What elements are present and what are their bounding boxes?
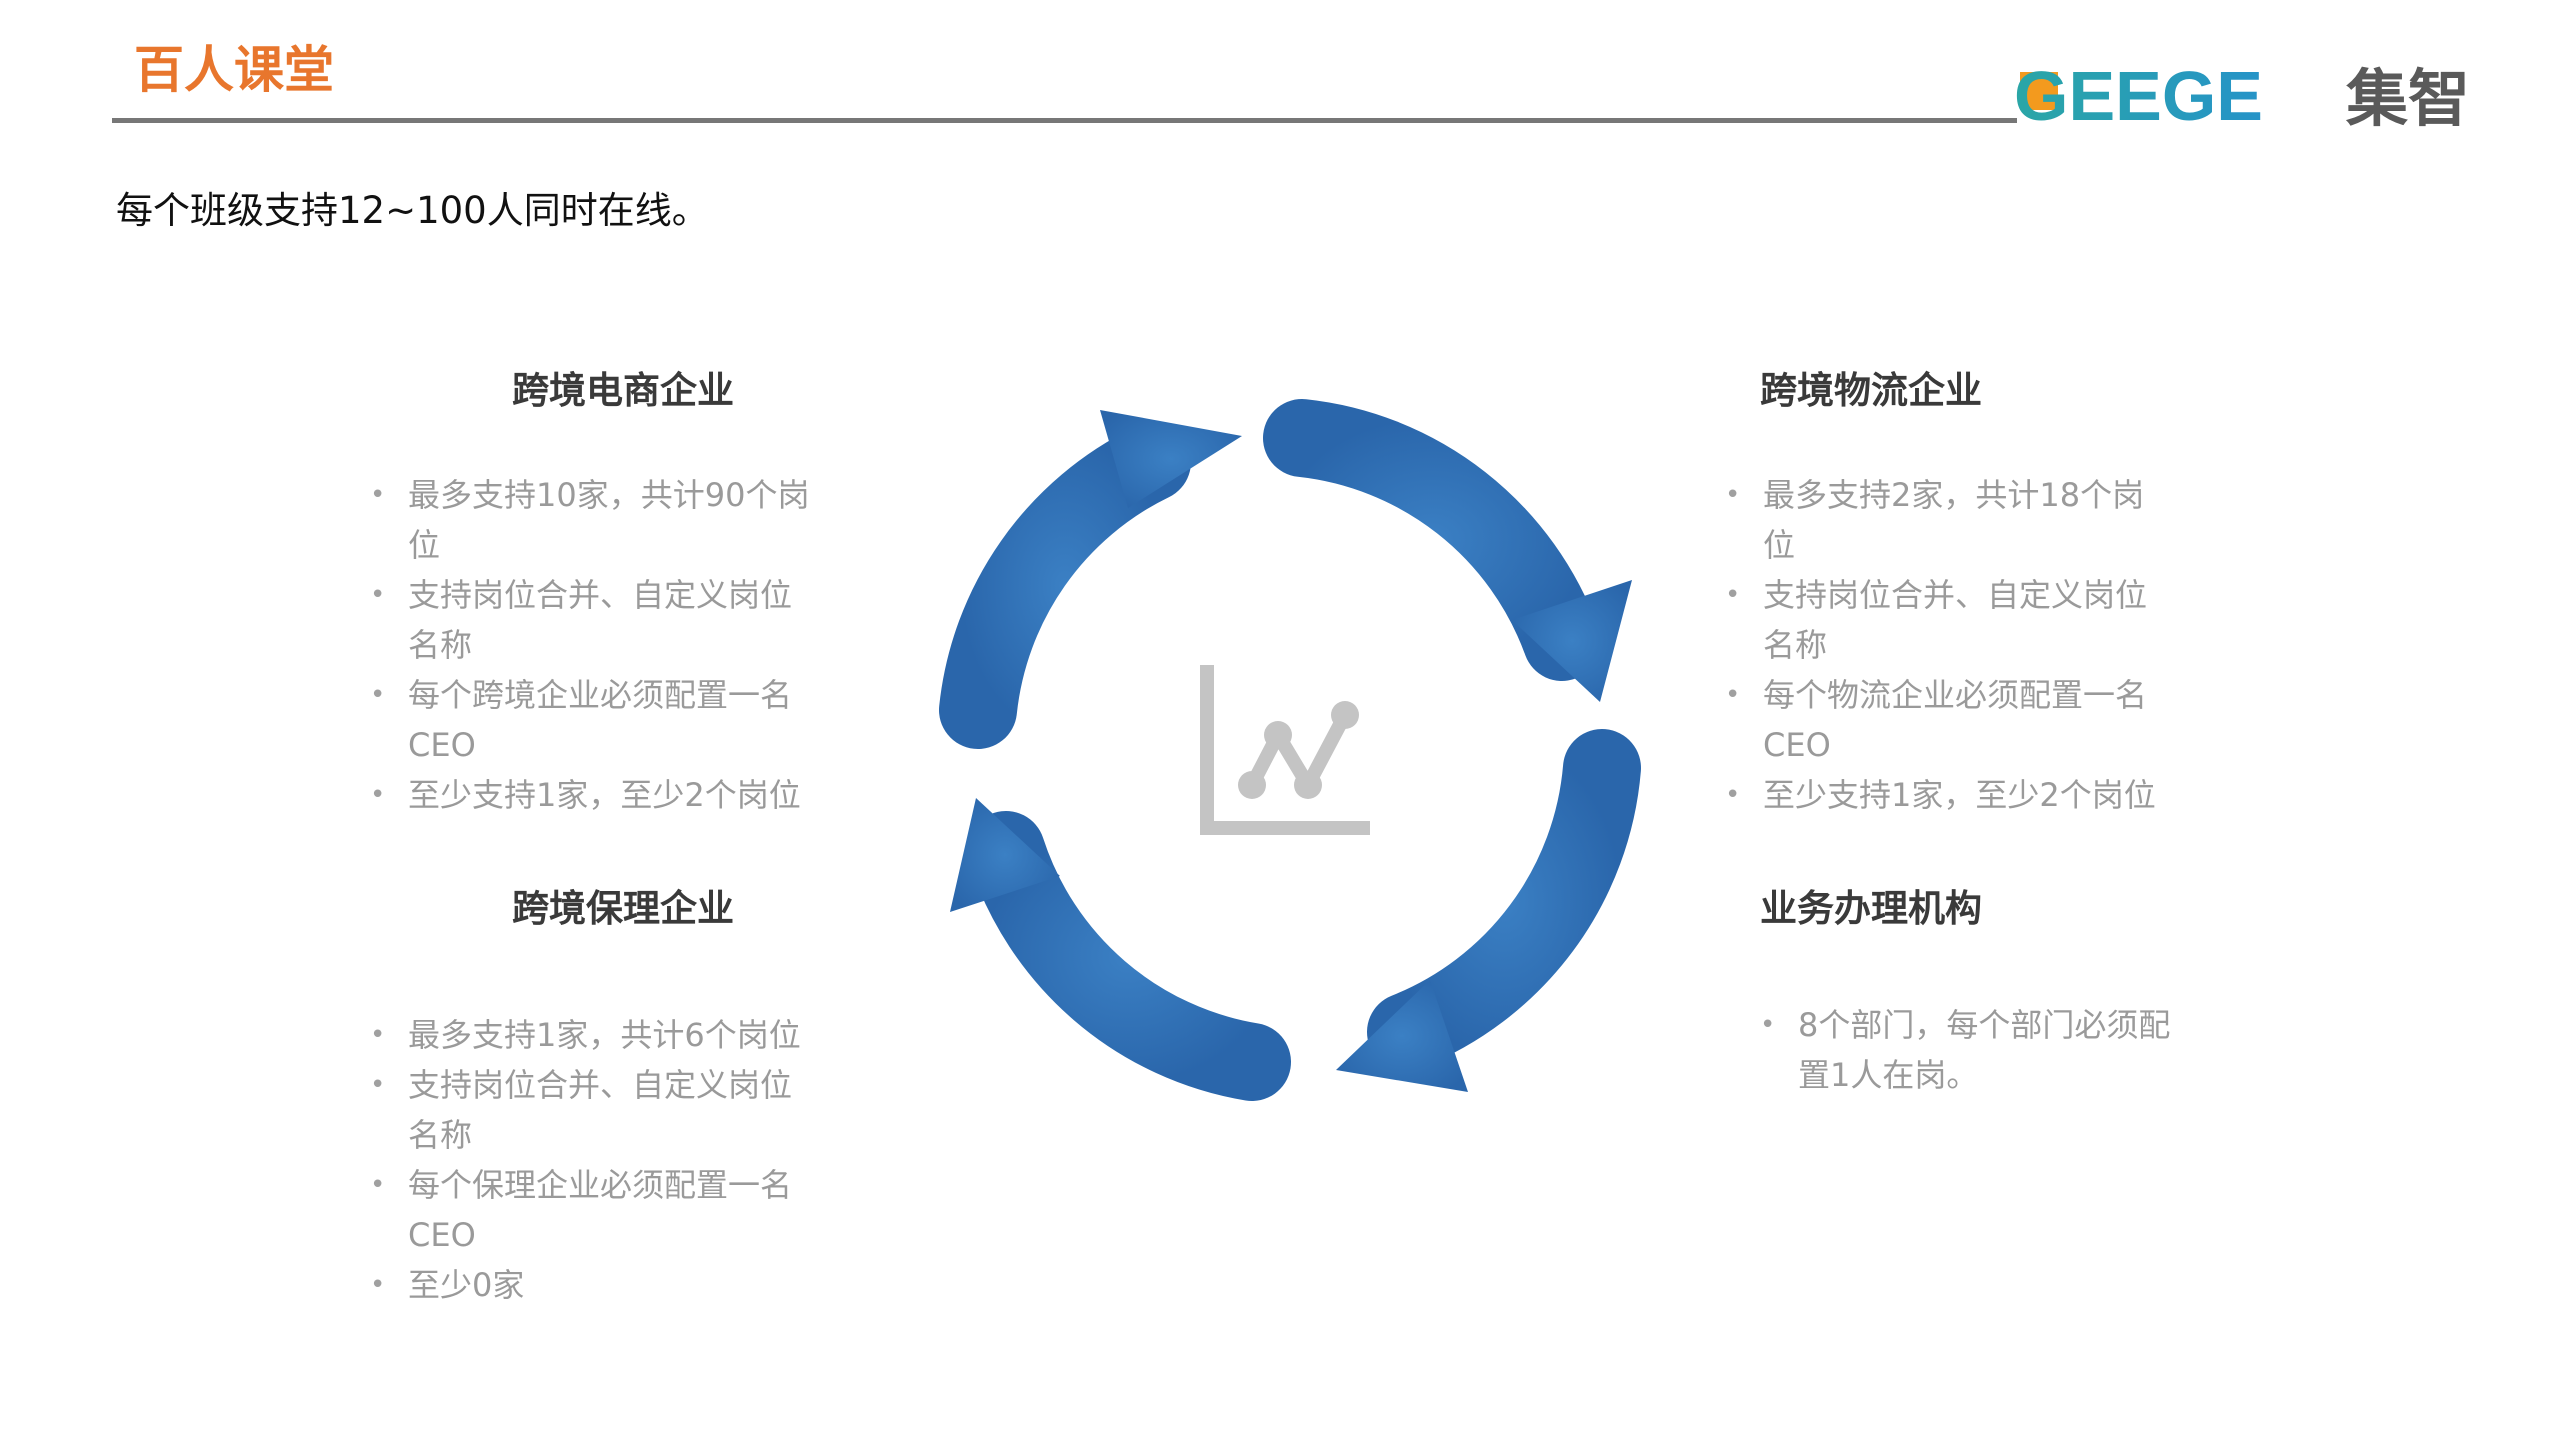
list-item: •最多支持10家，共计90个岗位 xyxy=(370,470,810,570)
logo-wordmark: GEEGE xyxy=(2014,58,2263,130)
logo-chinese: 集智 xyxy=(2345,62,2470,130)
bullet-dot-icon: • xyxy=(370,1070,386,1100)
bullet-dot-icon: • xyxy=(1725,480,1741,510)
list-item: •8个部门，每个部门必须配置1人在岗。 xyxy=(1760,1000,2190,1100)
page-header-title: 百人课堂 xyxy=(134,41,334,99)
bullet-dot-icon: • xyxy=(1725,680,1741,710)
list-item: •支持岗位合并、自定义岗位名称 xyxy=(370,1060,810,1160)
cycle-arrow-bottom-left xyxy=(950,798,1291,1101)
bullet-dot-icon: • xyxy=(1760,1010,1776,1040)
bullet-dot-icon: • xyxy=(370,1170,386,1200)
header-divider xyxy=(112,118,2017,123)
bullet-list-factoring: •最多支持1家，共计6个岗位 •支持岗位合并、自定义岗位名称 •每个保理企业必须… xyxy=(370,1010,810,1310)
bullet-dot-icon: • xyxy=(370,1270,386,1300)
list-item: •每个跨境企业必须配置一名CEO xyxy=(370,670,810,770)
block-title-factoring: 跨境保理企业 xyxy=(512,887,734,930)
list-item: •至少0家 xyxy=(370,1260,810,1310)
page-subtitle: 每个班级支持12~100人同时在线。 xyxy=(116,189,709,232)
bullet-dot-icon: • xyxy=(370,580,386,610)
list-item: •每个物流企业必须配置一名CEO xyxy=(1725,670,2165,770)
line-chart-icon xyxy=(1200,665,1370,835)
bullet-list-agency: •8个部门，每个部门必须配置1人在岗。 xyxy=(1760,1000,2190,1100)
list-item: •支持岗位合并、自定义岗位名称 xyxy=(370,570,810,670)
bullet-dot-icon: • xyxy=(370,780,386,810)
block-title-ecommerce: 跨境电商企业 xyxy=(512,369,734,412)
list-item: •最多支持1家，共计6个岗位 xyxy=(370,1010,810,1060)
bullet-dot-icon: • xyxy=(370,1020,386,1050)
block-title-logistics: 跨境物流企业 xyxy=(1760,369,1982,412)
list-item: •支持岗位合并、自定义岗位名称 xyxy=(1725,570,2165,670)
cycle-arrow-top-right xyxy=(1263,399,1632,702)
cycle-arrow-top-left xyxy=(939,410,1242,749)
bullet-dot-icon: • xyxy=(370,480,386,510)
cycle-arrow-bottom-right xyxy=(1336,729,1641,1092)
bullet-dot-icon: • xyxy=(1725,780,1741,810)
bullet-list-ecommerce: •最多支持10家，共计90个岗位 •支持岗位合并、自定义岗位名称 •每个跨境企业… xyxy=(370,470,810,820)
list-item: •至少支持1家，至少2个岗位 xyxy=(1725,770,2165,820)
list-item: •至少支持1家，至少2个岗位 xyxy=(370,770,810,820)
block-title-agency: 业务办理机构 xyxy=(1760,887,1982,930)
bullet-dot-icon: • xyxy=(370,680,386,710)
cycle-arrows-diagram xyxy=(939,399,1641,1101)
bullet-list-logistics: •最多支持2家，共计18个岗位 •支持岗位合并、自定义岗位名称 •每个物流企业必… xyxy=(1725,470,2165,820)
list-item: •每个保理企业必须配置一名CEO xyxy=(370,1160,810,1260)
bullet-dot-icon: • xyxy=(1725,580,1741,610)
list-item: •最多支持2家，共计18个岗位 xyxy=(1725,470,2165,570)
brand-logo: GEEGE 集智 xyxy=(2014,57,2514,135)
